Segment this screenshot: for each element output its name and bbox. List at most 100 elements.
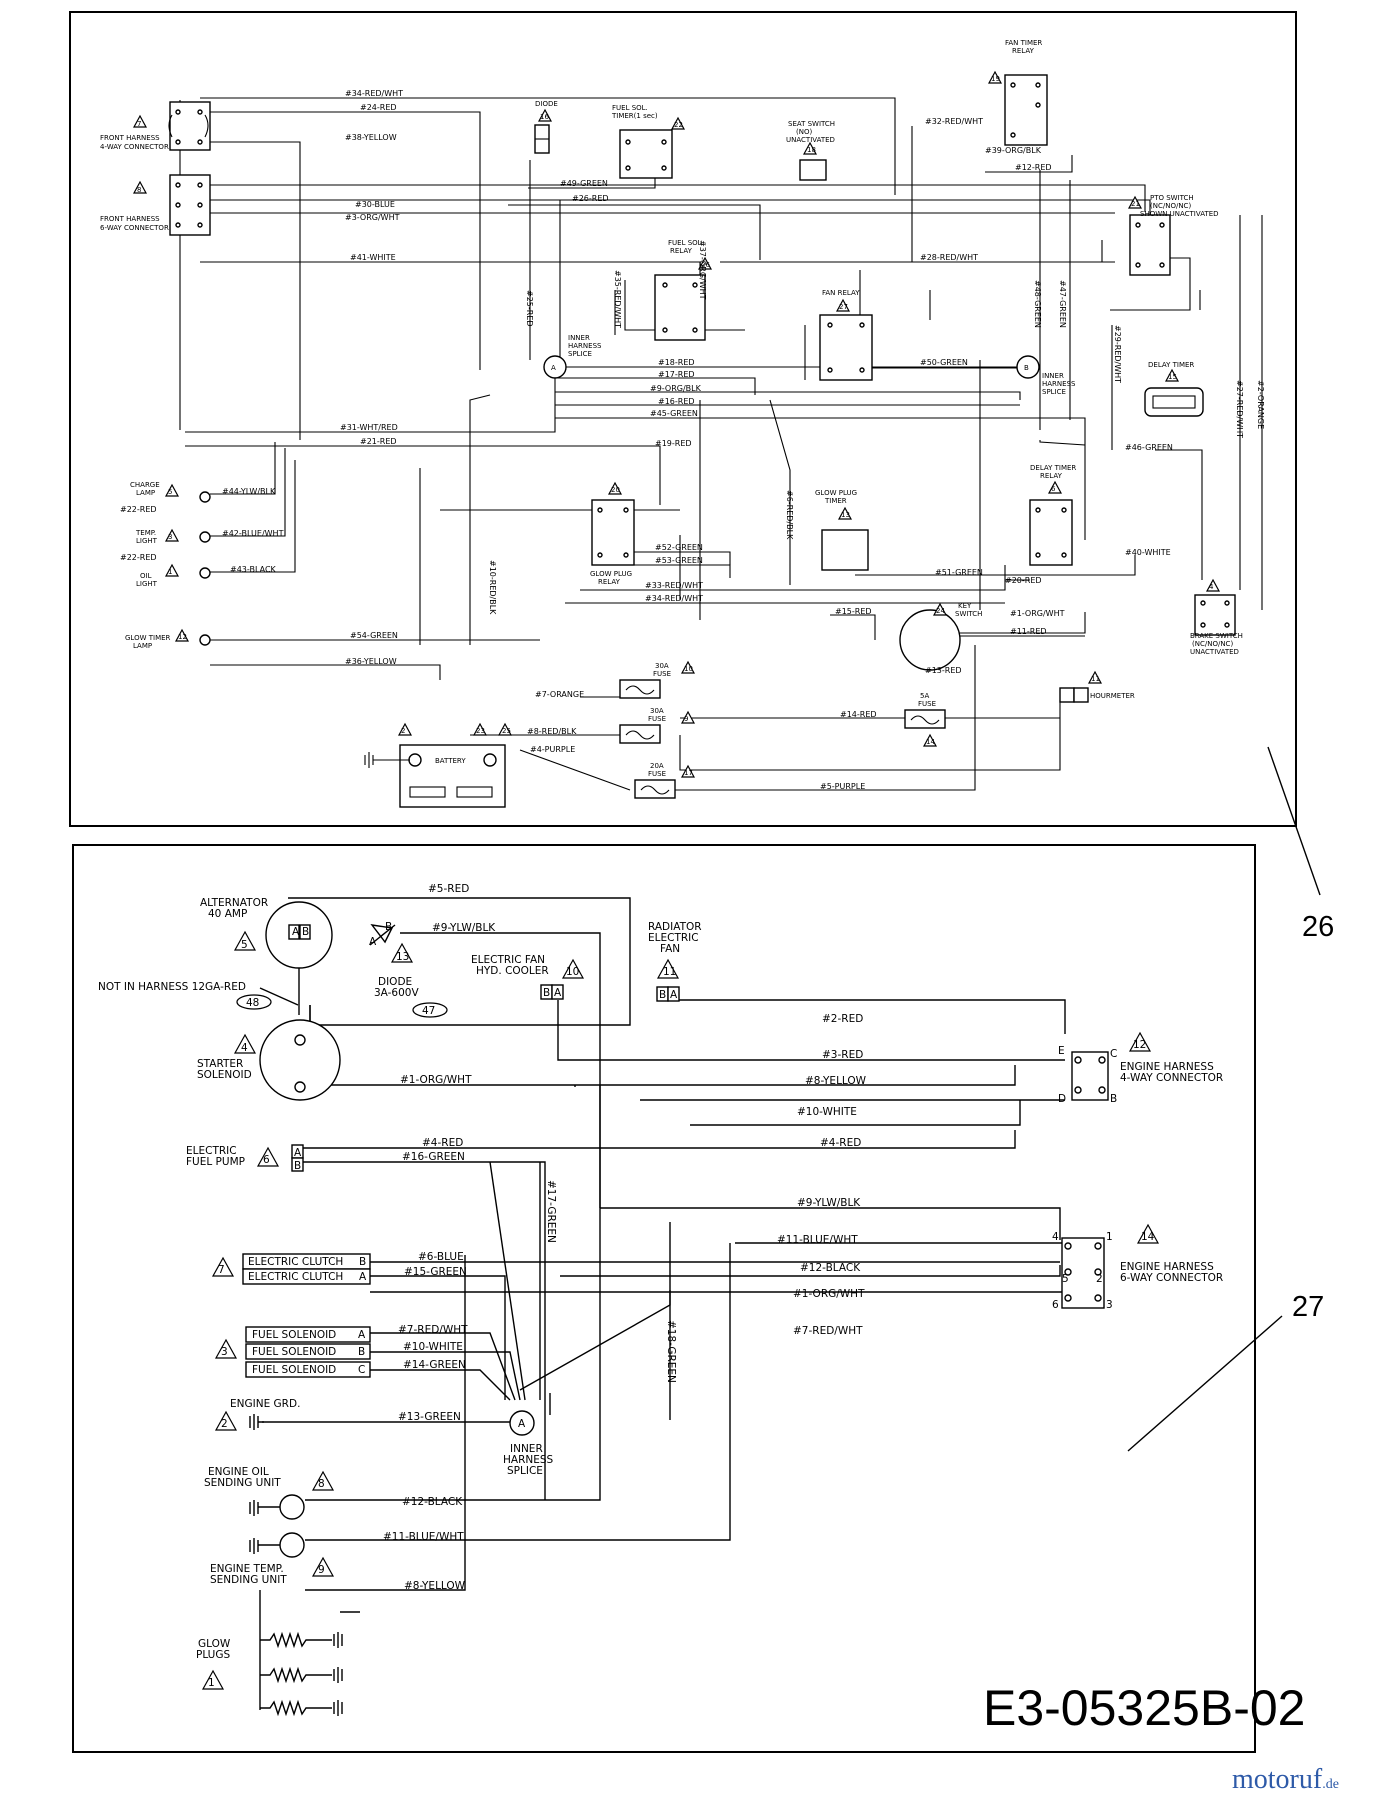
svg-text:#4-RED: #4-RED (422, 1137, 463, 1149)
svg-text:SWITCH: SWITCH (955, 610, 982, 618)
svg-text:1: 1 (1106, 1231, 1113, 1243)
lower-wire-labels: #5-RED #9-YLW/BLK #2-RED #3-RED #1-ORG/W… (383, 883, 867, 1592)
svg-text:HARNESS: HARNESS (503, 1454, 554, 1466)
svg-text:#1-ORG/WHT: #1-ORG/WHT (1010, 609, 1065, 618)
svg-text:#10-WHITE: #10-WHITE (797, 1106, 857, 1118)
svg-text:4: 4 (1209, 583, 1214, 591)
svg-text:ELECTRIC: ELECTRIC (648, 932, 699, 944)
svg-text:11: 11 (663, 966, 676, 978)
front-harness-4way-connector: FRONT HARNESS 4-WAY CONNECTOR 7 (100, 101, 211, 151)
front-harness-6way-connector: FRONT HARNESS 6-WAY CONNECTOR 8 (100, 174, 211, 236)
svg-text:#43-BLACK: #43-BLACK (230, 565, 277, 574)
svg-text:5A: 5A (920, 692, 929, 700)
engine-harness-4way-connector: E C D B ENGINE HARNESS 4-WAY CONNECTOR 1… (1058, 1031, 1223, 1105)
svg-text:A: A (359, 1271, 367, 1283)
svg-text:#35-RED/WHT: #35-RED/WHT (613, 270, 622, 328)
svg-text:13: 13 (841, 511, 850, 519)
svg-text:FUEL SOL.: FUEL SOL. (612, 104, 648, 112)
svg-text:7: 7 (137, 120, 141, 128)
fan-timer-relay: FAN TIMER RELAY 19 (987, 39, 1048, 146)
svg-text:#48-GREEN: #48-GREEN (1033, 280, 1042, 328)
svg-text:2: 2 (1096, 1273, 1103, 1285)
svg-text:#6-BLUE: #6-BLUE (418, 1251, 464, 1263)
svg-text:9: 9 (318, 1564, 325, 1576)
svg-text:LAMP: LAMP (136, 489, 155, 497)
delay-timer-relay: DELAY TIMER RELAY 6 (1029, 464, 1076, 566)
svg-text:#16-RED: #16-RED (658, 397, 695, 406)
svg-text:ENGINE HARNESS: ENGINE HARNESS (1120, 1061, 1214, 1073)
svg-text:12: 12 (1133, 1039, 1146, 1051)
svg-text:UNACTIVATED: UNACTIVATED (786, 136, 835, 144)
svg-text:#2-RED: #2-RED (822, 1013, 863, 1025)
svg-text:ENGINE OIL: ENGINE OIL (208, 1466, 269, 1478)
svg-text:RELAY: RELAY (1012, 47, 1035, 55)
svg-text:STARTER: STARTER (197, 1058, 243, 1070)
svg-text:TIMER: TIMER (824, 497, 847, 505)
svg-text:#44-YLW/BLK: #44-YLW/BLK (222, 487, 276, 496)
svg-text:#1-ORG/WHT: #1-ORG/WHT (793, 1288, 865, 1300)
svg-text:TIMER(1 sec): TIMER(1 sec) (611, 112, 658, 120)
fuse-20a: 20A FUSE 17 (634, 762, 696, 799)
svg-text:#12-RED: #12-RED (1015, 163, 1052, 172)
svg-text:FUSE: FUSE (918, 700, 936, 708)
svg-text:FAN TIMER: FAN TIMER (1005, 39, 1042, 47)
svg-text:RELAY: RELAY (598, 578, 621, 586)
pto-switch: PTO SWITCH (NC/NO/NC) SHOWN UNACTIVATED … (1127, 194, 1219, 276)
svg-text:#8-YELLOW: #8-YELLOW (805, 1075, 867, 1087)
svg-text:30A: 30A (655, 662, 669, 670)
upper-diagram-frame (69, 11, 1297, 827)
lower-diode: B A DIODE 3A-600V 13 47 (369, 921, 448, 1018)
svg-text:TEMP.: TEMP. (135, 529, 156, 537)
svg-text:C: C (1110, 1048, 1117, 1060)
glow-plug-relay: GLOW PLUG RELAY 20 (590, 481, 635, 586)
svg-text:14: 14 (1141, 1231, 1155, 1243)
engine-harness-6way-connector: 4 1 5 2 6 3 ENGINE HARNESS 6-WAY CONNECT… (1052, 1223, 1223, 1311)
svg-text:#26-RED: #26-RED (572, 194, 609, 203)
svg-text:#15-GREEN: #15-GREEN (404, 1266, 467, 1278)
fuse-30a-1: 30A FUSE 10 (619, 660, 696, 699)
battery: BATTERY 2 23 25 (364, 722, 513, 808)
svg-text:6-WAY CONNECTOR: 6-WAY CONNECTOR (100, 224, 169, 232)
svg-text:#20-RED: #20-RED (1005, 576, 1042, 585)
svg-text:A: A (551, 364, 556, 372)
svg-text:18: 18 (807, 146, 816, 154)
svg-text:3: 3 (1106, 1299, 1113, 1311)
svg-text:6: 6 (263, 1154, 270, 1166)
svg-text:PLUGS: PLUGS (196, 1649, 230, 1661)
svg-text:#18-GREEN: #18-GREEN (665, 1320, 677, 1383)
svg-text:#2-ORANGE: #2-ORANGE (1256, 380, 1265, 429)
svg-text:#16-GREEN: #16-GREEN (402, 1151, 465, 1163)
svg-text:DIODE: DIODE (378, 976, 412, 988)
svg-text:FUSE: FUSE (648, 715, 666, 723)
seat-switch: SEAT SWITCH (NO) UNACTIVATED 18 (786, 120, 835, 181)
svg-text:#54-GREEN: #54-GREEN (350, 631, 398, 640)
svg-text:B: B (659, 989, 666, 1001)
svg-text:19: 19 (991, 75, 1000, 83)
svg-text:B: B (294, 1160, 301, 1172)
delay-timer: DELAY TIMER 15 (1144, 361, 1204, 417)
svg-text:6: 6 (1052, 1299, 1059, 1311)
svg-text:B: B (385, 921, 392, 933)
svg-text:BRAKE SWITCH: BRAKE SWITCH (1190, 632, 1243, 640)
svg-text:10: 10 (566, 966, 579, 978)
callout-26: 26 (1302, 911, 1334, 943)
glow-plug-timer: GLOW PLUG TIMER 13 (815, 489, 869, 571)
glow-timer-lamp: GLOW TIMER LAMP 12 (125, 628, 211, 650)
svg-text:20: 20 (611, 486, 620, 494)
svg-text:#52-GREEN: #52-GREEN (655, 543, 703, 552)
svg-text:16: 16 (540, 113, 549, 121)
watermark-text: motoruf (1232, 1764, 1323, 1795)
svg-text:SOLENOID: SOLENOID (197, 1069, 252, 1081)
electric-fan-hyd-cooler: B A ELECTRIC FAN HYD. COOLER 10 (471, 954, 585, 1000)
engine-temp-sending-unit: ENGINE TEMP. SENDING UNIT 9 (210, 1532, 335, 1586)
svg-text:DELAY TIMER: DELAY TIMER (1148, 361, 1194, 369)
svg-text:FAN: FAN (660, 943, 680, 955)
svg-text:#37-ORG/WHT: #37-ORG/WHT (698, 240, 707, 300)
lower-diagram-frame (72, 844, 1256, 1753)
svg-text:HYD. COOLER: HYD. COOLER (476, 965, 549, 977)
svg-text:#40-WHITE: #40-WHITE (1125, 548, 1171, 557)
brake-switch: BRAKE SWITCH (NC/NO/NC) UNACTIVATED 4 (1190, 578, 1243, 656)
svg-text:A: A (670, 989, 678, 1001)
svg-text:13: 13 (396, 951, 409, 963)
svg-text:2: 2 (221, 1418, 228, 1430)
